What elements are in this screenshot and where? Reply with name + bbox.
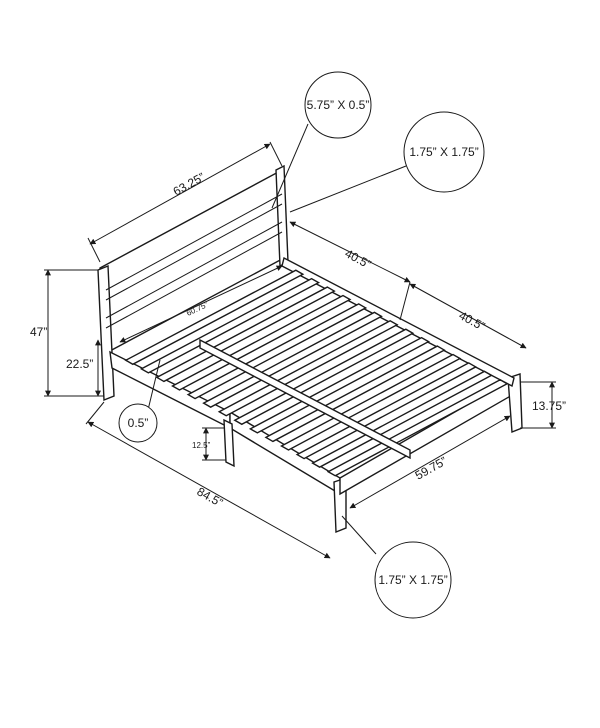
label-overall-height: 47”	[30, 325, 47, 339]
label-clearance: 12.5”	[192, 441, 211, 450]
label-headboard-width: 63.25”	[171, 170, 208, 199]
slat	[171, 294, 352, 391]
label-rail-height: 22.5”	[66, 357, 93, 371]
slat	[186, 303, 368, 400]
svg-text:5.75” X 0.5”: 5.75” X 0.5”	[307, 98, 370, 112]
svg-text:1.75” X 1.75”: 1.75” X 1.75”	[409, 145, 478, 159]
label-overall-length: 84.5”	[195, 484, 226, 510]
svg-text:1.75” X 1.75”: 1.75” X 1.75”	[378, 573, 447, 587]
label-inner-length: 59.75”	[413, 454, 450, 483]
callout-leg-size-bottom: 1.75” X 1.75”	[374, 541, 452, 619]
slat	[217, 319, 399, 417]
callout-slat-size: 5.75” X 0.5”	[304, 71, 372, 139]
callout-rail-thickness: 0.5”	[118, 403, 158, 443]
svg-text:0.5”: 0.5”	[128, 416, 149, 430]
label-length-lower: 40.5”	[457, 308, 488, 333]
label-footboard-height: 13.75”	[532, 399, 566, 413]
label-length-upper: 40.5”	[343, 246, 374, 271]
bed-frame	[97, 164, 523, 534]
slat	[202, 311, 383, 408]
dimension-lines	[44, 123, 556, 559]
callout-post-size-top: 1.75” X 1.75”	[403, 111, 485, 193]
